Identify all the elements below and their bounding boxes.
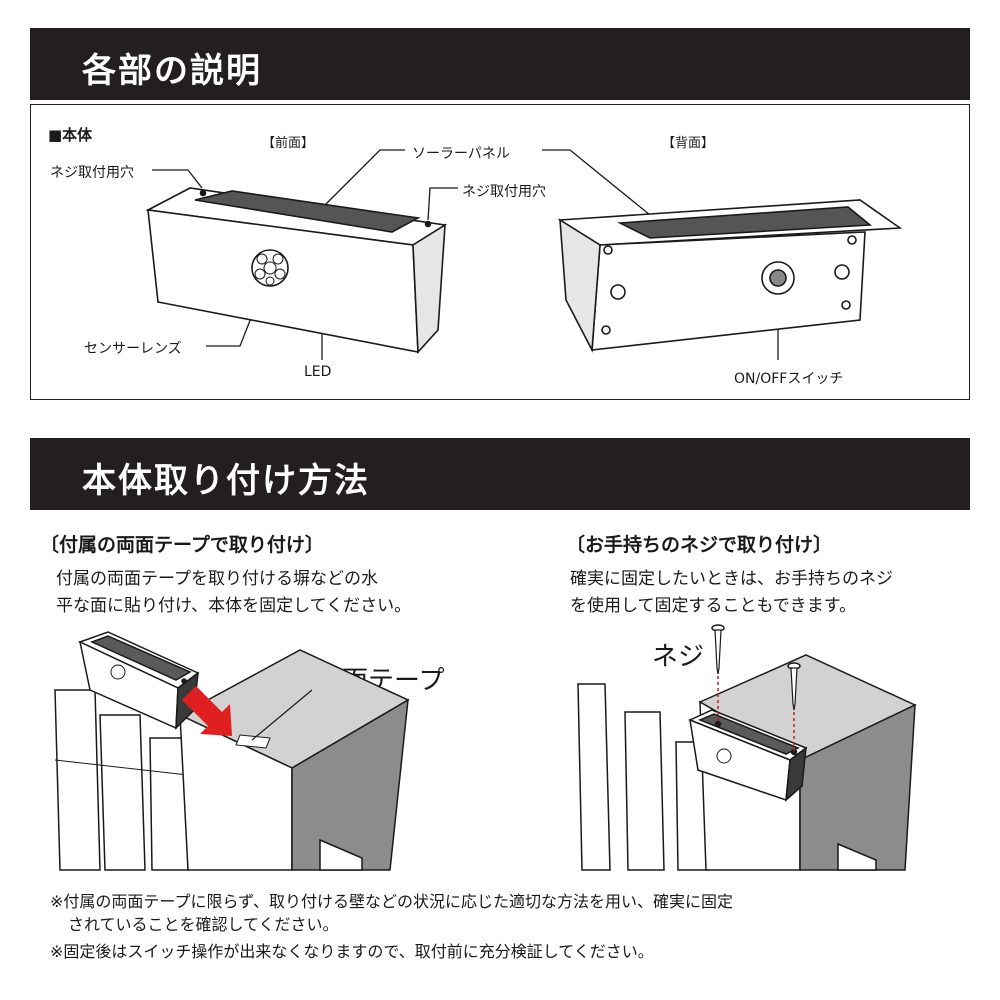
switch-label: ON/OFFスイッチ [734, 371, 844, 387]
screw-icon [711, 624, 725, 675]
screw-hole-label-left: ネジ取付用穴 [50, 165, 134, 181]
screw-method-illustration [577, 624, 917, 871]
led-label: LED [304, 364, 332, 380]
screw-guide-lines [717, 676, 795, 752]
method-tape-heading: 〔付属の両面テープで取り付け〕 [40, 534, 324, 556]
note-1-line2: されていることを確認してください。 [68, 915, 339, 934]
parts-illustration [145, 149, 903, 360]
screw-label: ネジ [652, 642, 705, 672]
sensor-lens-label: センサーレンズ [84, 341, 182, 357]
back-unit [557, 199, 903, 353]
screw-hole-label-right: ネジ取付用穴 [462, 184, 546, 200]
section-banner-parts: 各部の説明 [30, 28, 970, 100]
screw-leader-left [152, 169, 203, 189]
solar-panel-label: ソーラーパネル [412, 146, 510, 162]
parts-diagram-box [30, 104, 970, 400]
tape-method-illustration [54, 631, 410, 871]
front-unit [145, 187, 448, 354]
method-tape-desc-line2: 平な面に貼り付け、本体を固定してください。 [56, 596, 412, 616]
solar-leader-back [542, 149, 651, 216]
solar-leader-front [319, 149, 405, 211]
method-screw-heading: 〔お手持ちのネジで取り付け〕 [566, 534, 833, 556]
method-screw-desc-line2: を使用して固定することもできます。 [570, 596, 857, 616]
section-banner-mounting: 本体取り付け方法 [30, 438, 970, 510]
section-title: 本体取り付け方法 [82, 461, 370, 501]
method-tape-desc-line1: 付属の両面テープを取り付ける塀などの水 [56, 569, 378, 589]
method-screw-desc-line1: 確実に固定したいときは、お手持ちのネジ [570, 569, 893, 589]
note-2: ※固定後はスイッチ操作が出来なくなりますので、取付前に充分検証してください。 [50, 942, 654, 961]
section-title: 各部の説明 [82, 51, 262, 91]
front-view-label: 【前面】 [262, 136, 315, 151]
note-1-line1: ※付属の両面テープに限らず、取り付ける壁などの状況に応じた適切な方法を用い、確実… [50, 892, 734, 911]
unit-label: ■本体 [48, 126, 93, 144]
screw-leader-right [427, 187, 458, 221]
screw-icon [787, 662, 801, 711]
back-view-label: 【背面】 [662, 136, 715, 151]
attach-arrow [182, 686, 232, 736]
